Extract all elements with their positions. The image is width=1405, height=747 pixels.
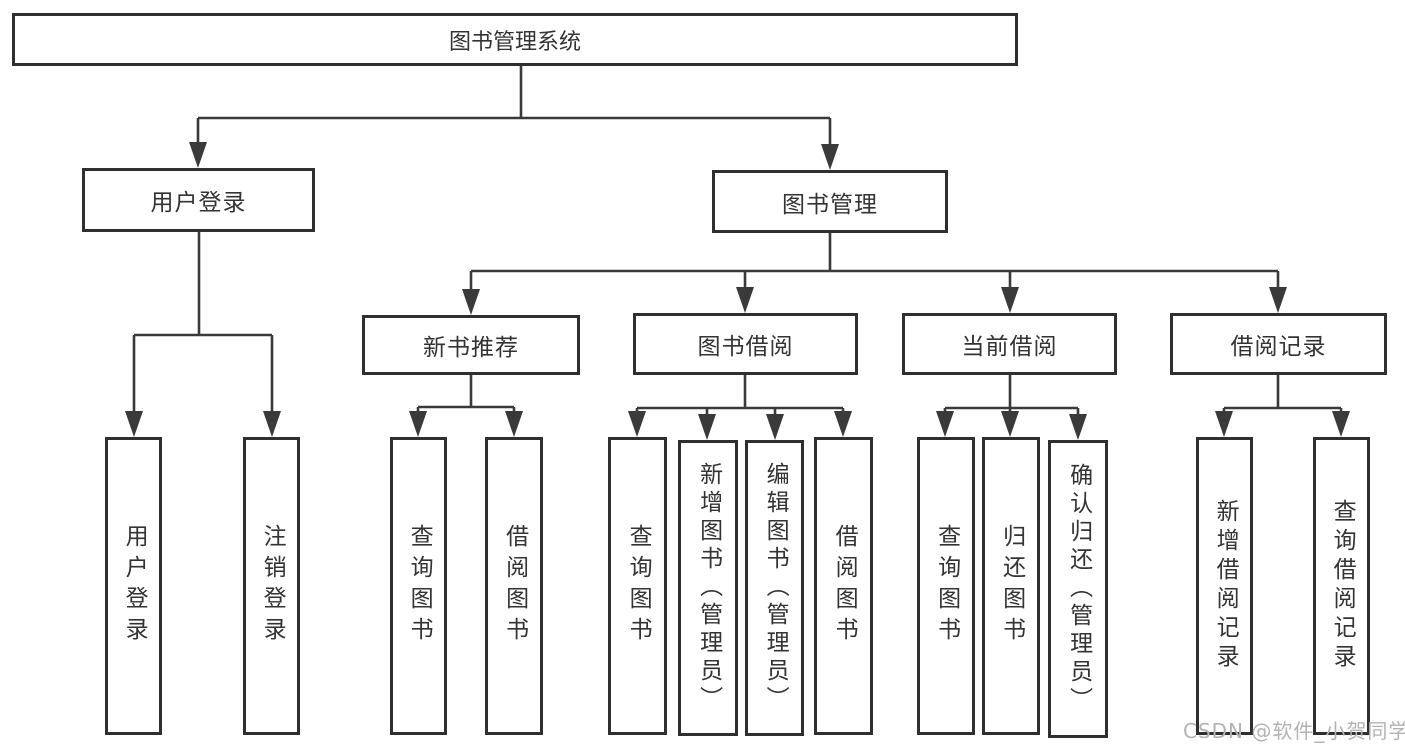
arrow-icon	[1215, 411, 1233, 437]
leaf-query-borrow-record: 查询借阅记录	[1313, 437, 1370, 735]
arrow-icon	[1332, 411, 1350, 437]
node-root-system: 图书管理系统	[12, 13, 1018, 66]
arrow-icon	[462, 289, 480, 315]
arrow-icon	[821, 144, 839, 170]
leaf-confirm-return-admin: 确认归还（管理员）	[1048, 440, 1108, 738]
node-group-borrow-record: 借阅记录	[1170, 313, 1387, 375]
arrow-icon	[505, 411, 523, 437]
leaf-edit-books-admin: 编辑图书（管理员）	[745, 440, 804, 736]
arrow-icon	[736, 287, 754, 313]
node-label: 查询图书	[933, 524, 960, 648]
node-label: 借阅图书	[831, 524, 858, 648]
leaf-add-borrow-record: 新增借阅记录	[1196, 437, 1253, 735]
node-group-current-borrow: 当前借阅	[902, 313, 1117, 375]
node-label: 查询图书	[625, 524, 652, 648]
node-group-book-borrow: 图书借阅	[633, 313, 858, 375]
node-label: 借阅记录	[1230, 334, 1327, 360]
leaf-add-books-admin: 新增图书（管理员）	[678, 440, 738, 736]
node-label: 当前借阅	[961, 334, 1058, 360]
node-label: 用户登录	[121, 524, 148, 648]
arrow-icon	[125, 411, 143, 437]
arrow-icon	[189, 142, 207, 168]
node-label: 注销登录	[259, 524, 286, 648]
leaf-query-books-newrec: 查询图书	[390, 437, 447, 735]
leaf-user-login: 用户登录	[105, 437, 162, 735]
node-label: 新增图书（管理员）	[695, 462, 722, 714]
node-label: 确认归还（管理员）	[1065, 463, 1092, 715]
node-label: 借阅图书	[501, 524, 528, 648]
arrow-icon	[936, 411, 954, 437]
node-label: 归还图书	[998, 524, 1025, 648]
arrow-icon	[1001, 287, 1019, 313]
node-label: 查询借阅记录	[1329, 499, 1356, 673]
arrow-icon	[1001, 411, 1019, 437]
node-label: 图书借阅	[697, 334, 794, 360]
arrow-icon	[766, 414, 784, 440]
arrow-icon	[698, 414, 716, 440]
node-label: 查询图书	[406, 524, 433, 648]
node-label: 图书管理系统	[448, 29, 581, 55]
arrow-icon	[1069, 414, 1087, 440]
node-group-new-book-recommend: 新书推荐	[362, 315, 580, 375]
node-label: 新书推荐	[423, 335, 519, 361]
node-label: 用户登录	[150, 190, 247, 216]
arrow-icon	[628, 411, 646, 437]
leaf-query-books-borrow: 查询图书	[608, 437, 667, 735]
node-branch-book-management: 图书管理	[712, 170, 948, 233]
arrow-icon	[409, 411, 427, 437]
leaf-return-books: 归还图书	[982, 437, 1040, 735]
arrow-icon	[1269, 287, 1287, 313]
arrow-icon	[263, 411, 281, 437]
leaf-borrow-books-newrec: 借阅图书	[485, 437, 543, 735]
node-label: 编辑图书（管理员）	[762, 462, 789, 714]
leaf-borrow-books: 借阅图书	[814, 437, 873, 735]
arrow-icon	[834, 411, 852, 437]
leaf-query-books-current: 查询图书	[917, 437, 975, 735]
node-branch-user-login: 用户登录	[82, 168, 315, 232]
csdn-watermark: CSDN @软件_小贺同学	[1183, 719, 1405, 743]
leaf-logout: 注销登录	[243, 437, 300, 735]
node-label: 图书管理	[782, 191, 878, 218]
node-label: 新增借阅记录	[1212, 499, 1239, 673]
